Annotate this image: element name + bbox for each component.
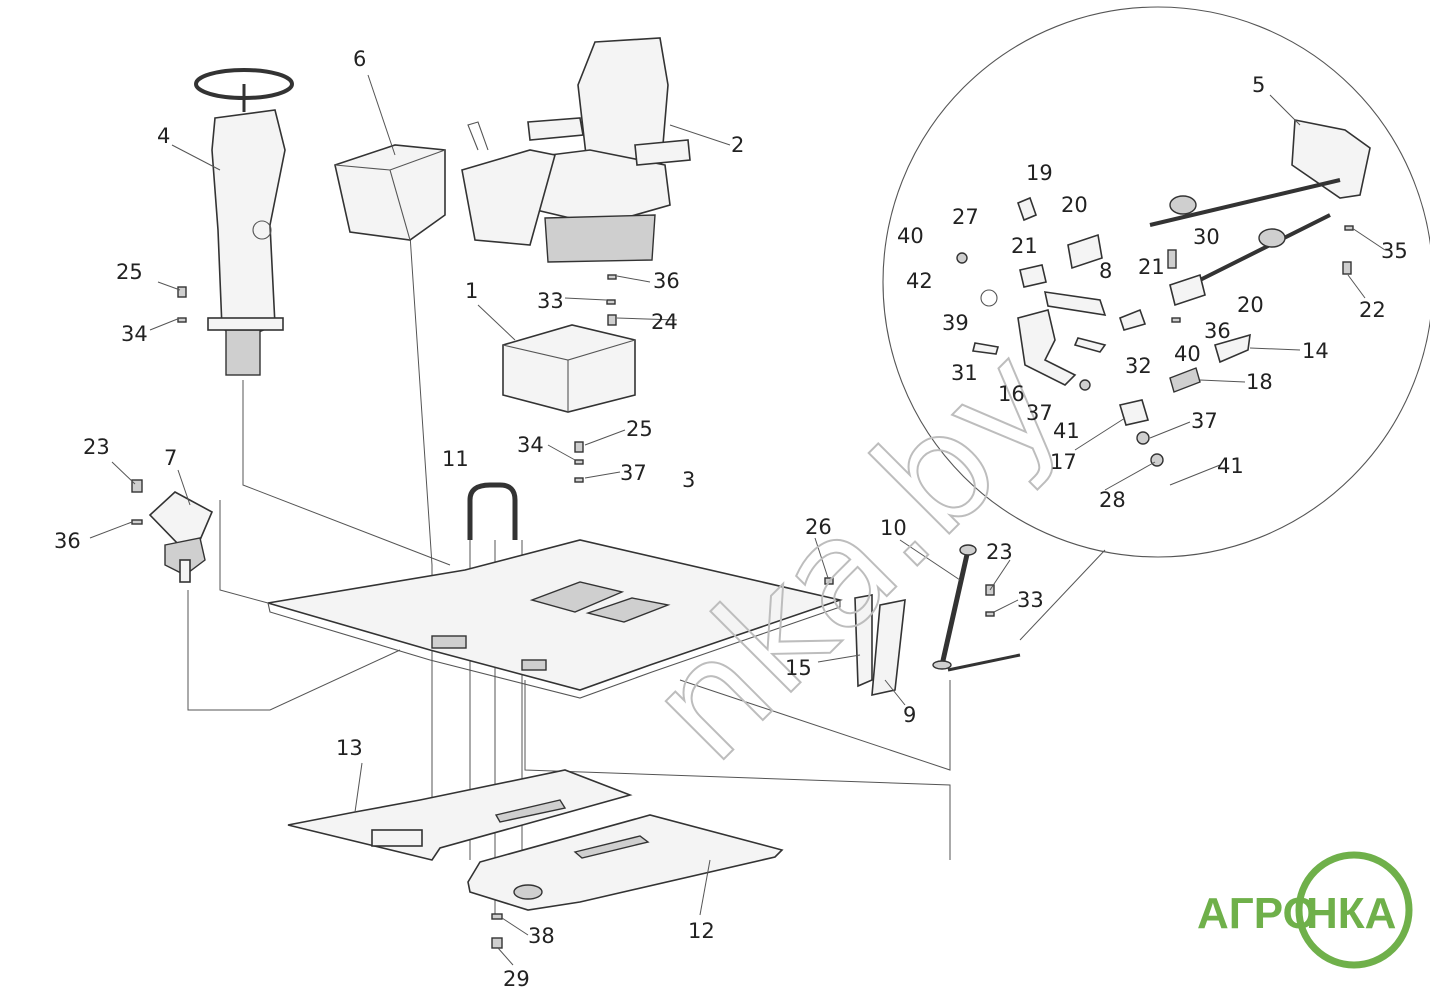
part-label: 36 (653, 269, 680, 293)
part-label: 16 (998, 382, 1025, 406)
part-label: 30 (1193, 225, 1220, 249)
part-label: 13 (336, 736, 363, 760)
part-label: 1 (465, 279, 478, 303)
battery-box (502, 324, 636, 413)
floor-plate (267, 539, 843, 699)
part-label: 21 (1011, 234, 1038, 258)
part-label: 34 (121, 322, 148, 346)
part-label: 21 (1138, 255, 1165, 279)
part-label: 17 (1050, 450, 1077, 474)
part-labels: 1234567891011121314151617181920202121222… (54, 47, 1408, 991)
part-label: 12 (688, 919, 715, 943)
brake-pedal (148, 491, 214, 583)
part-label: 15 (785, 656, 812, 680)
part-label: 8 (1099, 259, 1112, 283)
part-label: 22 (1359, 298, 1386, 322)
part-label: 27 (952, 205, 979, 229)
part-label: 37 (1026, 401, 1053, 425)
part-label: 10 (880, 516, 907, 540)
u-bolt (467, 482, 518, 540)
part-label: 20 (1061, 193, 1088, 217)
part-label: 38 (528, 924, 555, 948)
part-label: 41 (1053, 419, 1080, 443)
part-label: 11 (442, 447, 469, 471)
part-label: 33 (1017, 588, 1044, 612)
part-label: 36 (54, 529, 81, 553)
part-label: 20 (1237, 293, 1264, 317)
part-label: 19 (1026, 161, 1053, 185)
control-rod (932, 544, 1021, 672)
steering-column (194, 68, 294, 376)
part-label: 25 (626, 417, 653, 441)
part-label: 40 (897, 224, 924, 248)
logo-text-left: АГРО (1197, 889, 1317, 938)
part-label: 5 (1252, 73, 1265, 97)
logo-text-right: НКА (1306, 889, 1396, 938)
part-label: 23 (986, 540, 1013, 564)
lever-assembly (854, 594, 906, 697)
detail-parts (956, 119, 1371, 467)
fasteners (131, 225, 1354, 949)
part-label: 18 (1246, 370, 1273, 394)
part-label: 26 (805, 515, 832, 539)
part-label: 28 (1099, 488, 1126, 512)
lower-plate-12 (467, 814, 784, 911)
part-label: 36 (1204, 319, 1231, 343)
part-label: 41 (1217, 454, 1244, 478)
part-label: 7 (164, 446, 177, 470)
part-label: 4 (157, 124, 170, 148)
part-label: 31 (951, 361, 978, 385)
agronka-logo: АГРО НКА (1197, 851, 1413, 969)
part-label: 34 (517, 433, 544, 457)
part-label: 35 (1381, 239, 1408, 263)
logo-ring (1295, 851, 1413, 969)
part-label: 14 (1302, 339, 1329, 363)
part-label: 39 (942, 311, 969, 335)
lower-plate-13 (287, 769, 633, 861)
part-label: 32 (1125, 354, 1152, 378)
part-label: 29 (503, 967, 530, 991)
part-label: 33 (537, 289, 564, 313)
detail-circle (882, 6, 1430, 558)
part-label: 40 (1174, 342, 1201, 366)
part-label: 23 (83, 435, 110, 459)
part-label: 42 (906, 269, 933, 293)
part-label: 24 (651, 310, 678, 334)
part-label: 9 (903, 703, 916, 727)
part-label: 37 (620, 461, 647, 485)
part-label: 25 (116, 260, 143, 284)
label-leaders (89, 74, 1386, 966)
part-label: 6 (353, 47, 366, 71)
part-label: 2 (731, 133, 744, 157)
operator-seat (461, 37, 691, 263)
part-label: 3 (682, 468, 695, 492)
console-box (334, 144, 446, 241)
part-label: 37 (1191, 409, 1218, 433)
